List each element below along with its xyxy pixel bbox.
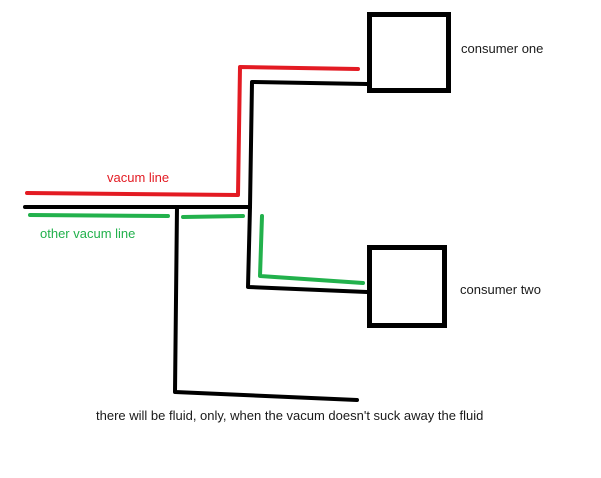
consumer-one-label: consumer one [461, 41, 544, 56]
main-line-drain [173, 205, 359, 402]
vacuum-line-label: vacum line [107, 170, 170, 185]
other-vacuum-line-seg-3 [258, 214, 365, 285]
other-vacuum-line-seg-1 [28, 213, 170, 218]
main-line [23, 80, 369, 402]
fluid-note: there will be fluid, only, when the vacu… [96, 408, 484, 423]
other-vacuum-line-seg-2 [181, 214, 245, 219]
consumer-one-box [367, 12, 451, 93]
other-vacuum-line-label: other vacum line [40, 226, 136, 241]
other-vacuum-line [28, 213, 365, 285]
consumer-two-box [367, 245, 447, 328]
vacuum-line [25, 65, 360, 197]
main-line-to-consumer-one [248, 80, 369, 209]
consumer-two-label: consumer two [460, 282, 541, 297]
main-line-to-consumer-two [246, 205, 369, 294]
